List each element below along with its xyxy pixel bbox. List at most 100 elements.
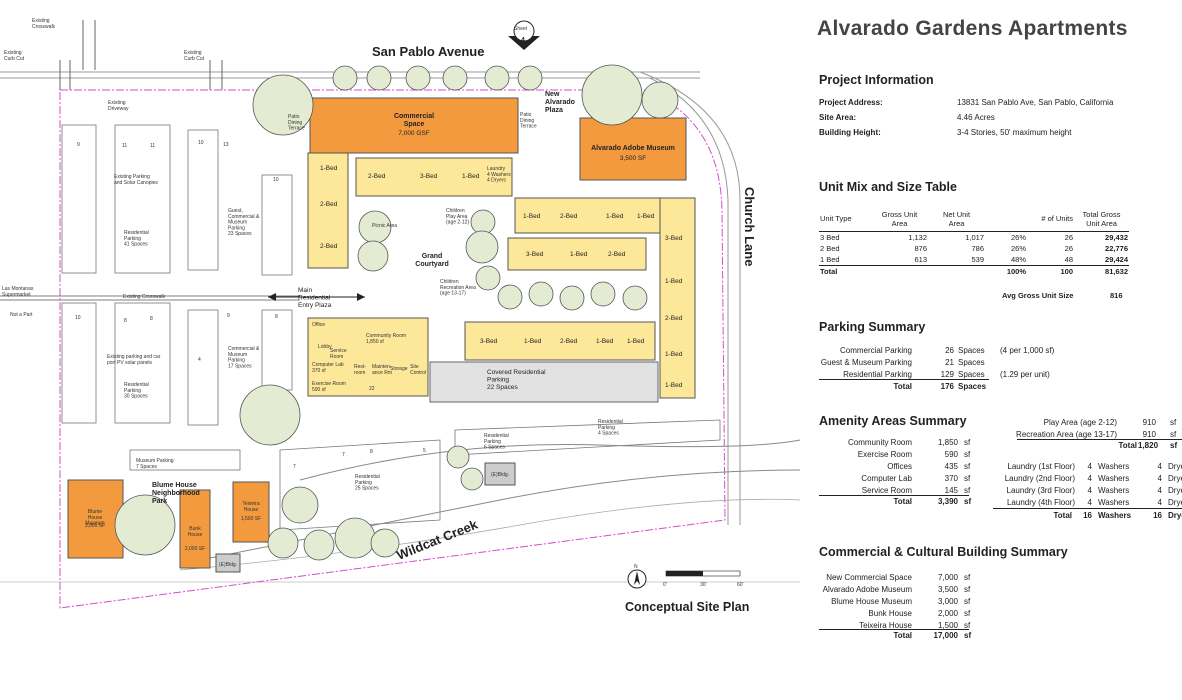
project-info-key: Building Height: xyxy=(819,128,881,137)
stall-number: 11 xyxy=(150,143,155,149)
parking-count: 26 xyxy=(945,346,954,355)
parking-heading: Parking Summary xyxy=(819,320,926,334)
unit-mix-total-cell: 100% xyxy=(1006,266,1026,276)
storage-label: Storage xyxy=(390,366,408,372)
scale-bar xyxy=(665,570,741,577)
parking-note: (1.29 per unit) xyxy=(1000,370,1050,379)
e-bldg-1-label: (E)Bldg. xyxy=(219,562,237,568)
info-panel: Alvarado Gardens Apartments Project Info… xyxy=(812,0,1182,700)
scale-tick-30: 30' xyxy=(700,582,707,588)
unit-mix-cell: 3 Bed xyxy=(820,232,840,242)
teixeira-house-building xyxy=(232,481,270,543)
unit-label: 1-Bed xyxy=(627,338,645,345)
laundry-total-washers-label: Washers xyxy=(1098,511,1132,520)
amenity-value: 435 xyxy=(944,462,958,471)
amenity-key: Community Room xyxy=(847,438,912,447)
laundry-washers: 4 xyxy=(1087,462,1092,471)
commercial-unit: sf xyxy=(964,573,971,582)
unit-mix-cell: 786 xyxy=(971,243,984,253)
unit-mix-cell: 22,776 xyxy=(1105,243,1128,253)
amenity-unit: sf xyxy=(964,474,971,483)
street-wildcat-creek: Wildcat Creek xyxy=(395,516,481,562)
unit-label: 1-Bed xyxy=(462,173,480,180)
commercial-value: 1,500 xyxy=(937,621,958,630)
commercial-unit: sf xyxy=(964,621,971,630)
laundry-dryers: 4 xyxy=(1157,474,1162,483)
laundry-dryers: 4 xyxy=(1157,486,1162,495)
bunk-house-area: 2,000 SF xyxy=(185,546,205,552)
laundry-total-dryers: 16 xyxy=(1153,511,1162,520)
stall-number: 8 xyxy=(150,316,153,322)
amenity-unit: sf xyxy=(964,438,971,447)
unit-mix-cell: 48% xyxy=(1010,254,1026,264)
e-bldg-2-label: (E)Bldg. xyxy=(491,472,509,478)
project-info-heading: Project Information xyxy=(819,73,934,87)
unit-label: 2-Bed xyxy=(368,173,386,180)
play-total-line xyxy=(1017,439,1182,440)
unit-label: 3-Bed xyxy=(480,338,498,345)
lobby-label: Lobby xyxy=(318,344,332,350)
unit-mix-total-cell: 81,632 xyxy=(1105,266,1128,276)
commercial-value: 3,000 xyxy=(937,597,958,606)
unit-label: 2-Bed xyxy=(608,251,626,258)
parking-unit: Spaces xyxy=(958,346,985,355)
avg-value: 816 xyxy=(1110,291,1123,300)
laundry-dryers-label: Dryers xyxy=(1168,486,1182,495)
street-san-pablo: San Pablo Avenue xyxy=(372,44,484,59)
residential-buildings xyxy=(307,152,696,399)
north-label: N xyxy=(634,564,638,570)
laundry-dryers-label: Dryers xyxy=(1168,498,1182,507)
street-church-lane: Church Lane xyxy=(742,187,757,266)
mainten-rm-label: Mainten-ance Rm xyxy=(372,364,392,376)
unit-mix-cell: 48 xyxy=(1064,254,1073,264)
amenity-total-unit: sf xyxy=(964,497,972,506)
commercial-area: 7,000 GSF xyxy=(398,130,429,137)
unit-label: 1-Bed xyxy=(570,251,588,258)
amenity-key: Computer Lab xyxy=(861,474,912,483)
unit-label: 1-Bed xyxy=(665,382,683,389)
laundry-key: Laundry (2nd Floor) xyxy=(1004,474,1075,483)
blume-house-building xyxy=(67,479,124,559)
scale-tick-60: 60' xyxy=(737,582,744,588)
amenity-total-value: 3,390 xyxy=(937,497,958,506)
parking-total-count: 176 xyxy=(940,382,954,391)
stall-number: 13 xyxy=(223,142,229,148)
unit-mix-header: # of Units xyxy=(1041,214,1073,224)
parking-total-unit: Spaces xyxy=(958,382,987,391)
unit-mix-header: Net Unit Area xyxy=(942,209,971,228)
amenity-unit: sf xyxy=(964,486,971,495)
parking-total-key: Total xyxy=(893,382,912,391)
amenity-value: 145 xyxy=(944,486,958,495)
commercial-value: 3,500 xyxy=(937,585,958,594)
unit-mix-table: Unit Type Gross Unit Area Net Unit Area … xyxy=(819,207,1129,277)
stall-number: 5 xyxy=(423,448,426,454)
unit-mix-header xyxy=(985,207,1027,231)
play-unit: sf xyxy=(1170,418,1177,427)
unit-label: 1-Bed xyxy=(665,278,683,285)
parking-unit: Spaces xyxy=(958,370,985,379)
commercial-unit: sf xyxy=(964,609,971,618)
unit-label: 1-Bed xyxy=(524,338,542,345)
page-title: Alvarado Gardens Apartments xyxy=(817,17,1128,40)
laundry-dryers-label: Dryers xyxy=(1168,462,1182,471)
stall-number: 7 xyxy=(293,464,296,470)
commercial-key: Blume House Museum xyxy=(831,597,912,606)
commercial-value: 7,000 xyxy=(937,573,958,582)
laundry-washers-label: Washers xyxy=(1098,498,1130,507)
site-plan-drawing: San Pablo Avenue Wildcat Creek Church La… xyxy=(0,18,800,614)
community-building xyxy=(307,317,429,397)
laundry-dryers-label: Dryers xyxy=(1168,474,1182,483)
avg-label: Avg Gross Unit Size xyxy=(1002,291,1074,300)
